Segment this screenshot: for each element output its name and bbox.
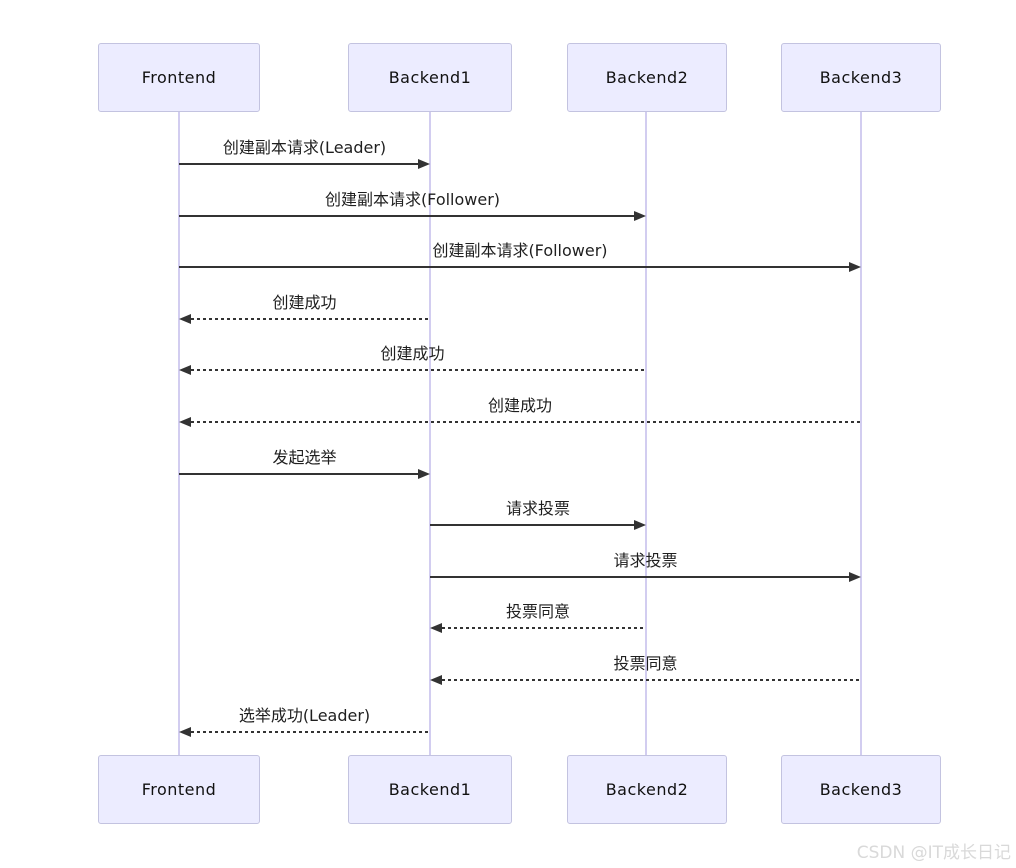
actor-box-backend3-top: Backend3 — [781, 43, 941, 112]
message-line — [442, 627, 646, 629]
actor-label: Frontend — [141, 780, 217, 799]
actor-label: Backend3 — [819, 780, 903, 799]
arrowhead-icon — [634, 520, 646, 530]
message-label: 创建成功 — [380, 344, 445, 363]
lifeline-backend1 — [429, 112, 431, 755]
actor-box-frontend-top: Frontend — [98, 43, 260, 112]
message-line — [191, 369, 646, 371]
message-line — [179, 215, 634, 217]
message-label: 创建副本请求(Leader) — [222, 138, 387, 157]
actor-label: Backend1 — [388, 68, 472, 87]
message-line — [442, 679, 861, 681]
lifeline-frontend — [178, 112, 180, 755]
message-label: 发起选举 — [272, 448, 337, 467]
arrowhead-icon — [179, 417, 191, 427]
arrowhead-icon — [179, 727, 191, 737]
lifeline-backend2 — [645, 112, 647, 755]
arrowhead-icon — [849, 572, 861, 582]
arrowhead-icon — [430, 623, 442, 633]
actor-label: Backend2 — [605, 780, 689, 799]
message-label: 投票同意 — [613, 654, 678, 673]
actor-box-frontend-bottom: Frontend — [98, 755, 260, 824]
actor-box-backend1-top: Backend1 — [348, 43, 512, 112]
lifeline-backend3 — [860, 112, 862, 755]
message-line — [191, 731, 430, 733]
message-label: 创建副本请求(Follower) — [324, 190, 501, 209]
message-label: 请求投票 — [613, 551, 678, 570]
message-line — [179, 266, 849, 268]
message-label: 投票同意 — [505, 602, 570, 621]
watermark: CSDN @IT成长日记 — [856, 843, 1011, 863]
actor-label: Backend3 — [819, 68, 903, 87]
actor-box-backend3-bottom: Backend3 — [781, 755, 941, 824]
message-line — [179, 163, 418, 165]
actor-box-backend1-bottom: Backend1 — [348, 755, 512, 824]
message-line — [430, 576, 849, 578]
arrowhead-icon — [179, 314, 191, 324]
arrowhead-icon — [634, 211, 646, 221]
message-line — [179, 473, 418, 475]
message-line — [191, 318, 430, 320]
message-line — [430, 524, 634, 526]
message-label: 创建成功 — [487, 396, 552, 415]
actor-box-backend2-bottom: Backend2 — [567, 755, 727, 824]
arrowhead-icon — [179, 365, 191, 375]
arrowhead-icon — [849, 262, 861, 272]
arrowhead-icon — [418, 159, 430, 169]
message-label: 选举成功(Leader) — [238, 706, 371, 725]
message-label: 创建成功 — [272, 293, 337, 312]
message-line — [191, 421, 861, 423]
message-label: 创建副本请求(Follower) — [432, 241, 608, 260]
actor-label: Backend2 — [605, 68, 689, 87]
arrowhead-icon — [430, 675, 442, 685]
message-label: 请求投票 — [505, 499, 570, 518]
actor-label: Frontend — [141, 68, 217, 87]
actor-label: Backend1 — [388, 780, 472, 799]
arrowhead-icon — [418, 469, 430, 479]
actor-box-backend2-top: Backend2 — [567, 43, 727, 112]
